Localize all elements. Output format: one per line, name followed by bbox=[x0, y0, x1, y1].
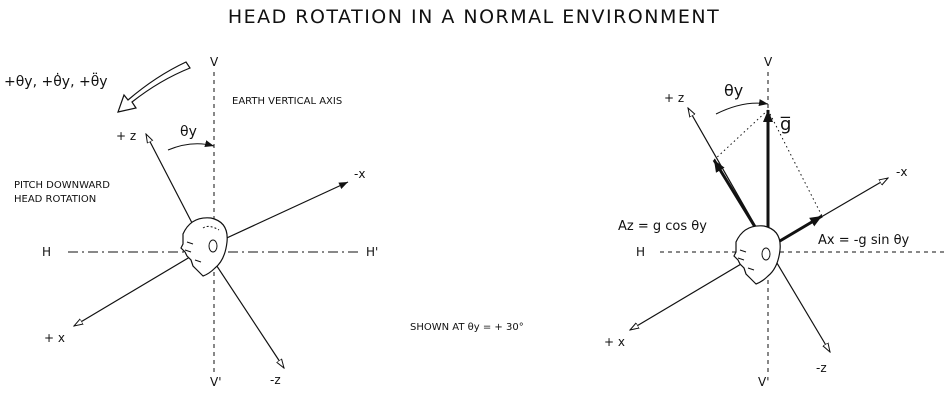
left-minus-z-axis bbox=[204, 247, 284, 368]
shown-at-note: SHOWN AT θy = + 30° bbox=[410, 322, 524, 333]
right-head-icon bbox=[733, 225, 781, 285]
left-minus-x-axis bbox=[204, 181, 349, 249]
right-minus-z-axis bbox=[767, 247, 830, 352]
ax-label: Ax = -g sin θy bbox=[818, 233, 910, 248]
figure-title: HEAD ROTATION IN A NORMAL ENVIRONMENT bbox=[227, 6, 721, 28]
right-theta-arc bbox=[715, 99, 769, 115]
left-plus-x-axis bbox=[74, 247, 206, 326]
left-v-prime-label: V' bbox=[210, 375, 222, 389]
earth-vertical-axis-label: EARTH VERTICAL AXIS bbox=[232, 96, 342, 107]
right-plus-x-label: + x bbox=[604, 335, 625, 349]
left-plus-x-label: + x bbox=[44, 331, 65, 345]
left-h-prime-label: H' bbox=[366, 245, 378, 259]
right-v-label: V bbox=[764, 55, 773, 69]
right-minus-x-label: -x bbox=[896, 165, 907, 179]
projection-line-x bbox=[767, 109, 823, 217]
left-theta-arc bbox=[167, 140, 215, 151]
left-v-label: V bbox=[210, 55, 219, 69]
g-label: g̅ bbox=[780, 114, 792, 135]
right-plus-z-label: + z bbox=[664, 91, 684, 105]
pitch-label-line1: PITCH DOWNWARD bbox=[14, 180, 110, 191]
left-head-icon bbox=[180, 217, 228, 277]
rotation-label: +θy, +θ̇y, +θ̈y bbox=[4, 71, 108, 90]
left-panel: +θy, +θ̇y, +θ̈y V V' H H' + z -z -x + x … bbox=[4, 55, 378, 389]
projection-line-z bbox=[713, 109, 769, 161]
left-theta-label: θy bbox=[180, 124, 197, 140]
left-plus-z-label: + z bbox=[116, 129, 136, 143]
az-label: Az = g cos θy bbox=[618, 219, 707, 234]
left-h-label: H bbox=[42, 245, 51, 259]
right-minus-z-label: -z bbox=[816, 361, 827, 375]
left-minus-x-label: -x bbox=[354, 167, 365, 181]
right-theta-label: θy bbox=[724, 81, 743, 100]
rotation-arrow-icon bbox=[117, 61, 191, 113]
pitch-label-line2: HEAD ROTATION bbox=[14, 194, 96, 205]
right-panel: V V' H + z -z -x + x g̅ θy Az = g cos θy… bbox=[604, 55, 944, 389]
right-v-prime-label: V' bbox=[758, 375, 770, 389]
right-h-label: H bbox=[636, 245, 645, 259]
left-minus-z-label: -z bbox=[270, 373, 281, 387]
